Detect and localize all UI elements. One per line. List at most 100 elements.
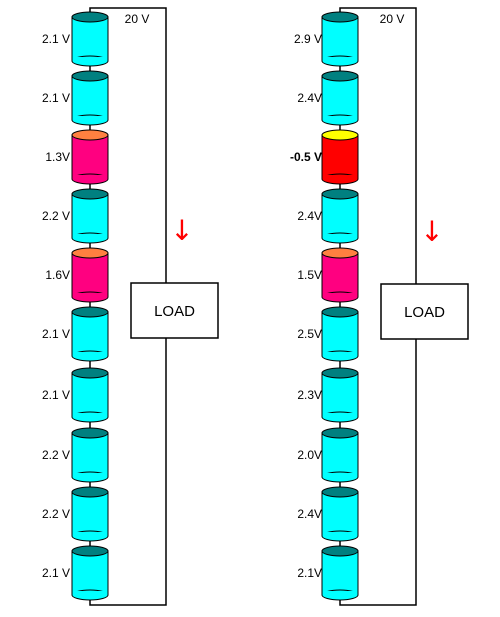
battery-cell-healthy (321, 367, 359, 423)
load-box (130, 282, 219, 339)
cell-body-fill (72, 293, 108, 297)
cell-voltage-label: 2.1 V (42, 388, 70, 402)
cell-body (321, 372, 359, 418)
circuit-left: 20 V2.1 V2.1 V1.3V2.2 V1.6V2.1 V2.1 V2.2… (42, 7, 219, 606)
cell-voltage-label: 2.3V (297, 388, 322, 402)
battery-cell-healthy (71, 306, 109, 362)
cell-body (71, 16, 109, 62)
battery-cell-healthy (71, 11, 109, 67)
battery-cell-weak (71, 129, 109, 185)
cell-top-cap (321, 367, 359, 379)
load-box (380, 283, 469, 340)
cell-body-fill (322, 591, 358, 595)
cell-body-fill (72, 591, 108, 595)
battery-cell-healthy (321, 486, 359, 542)
cell-top-cap (71, 129, 109, 141)
cell-body-fill (72, 234, 108, 238)
battery-cell-healthy (321, 306, 359, 362)
circuit-right: 20 V 2.9 V 2.4V -0.5 V 2.4V 1.5V 2.5V 2.3V 2.0V 2… (290, 7, 469, 606)
cell-body-fill (72, 175, 108, 179)
cell-voltage-label: 2.4V (297, 507, 322, 521)
cell-body-fill (322, 293, 358, 297)
cell-top-cap (321, 486, 359, 498)
cell-top-cap (321, 306, 359, 318)
cell-body (71, 134, 109, 180)
current-arrow-icon: ↓ (420, 215, 443, 248)
total-voltage-label: 20 V (380, 12, 405, 26)
cell-body-fill (322, 234, 358, 238)
battery-cell-reversed (321, 129, 359, 185)
cell-voltage-label: 2.9 V (294, 32, 322, 46)
cell-body-fill (322, 532, 358, 536)
cell-voltage-label: 2.1 V (42, 91, 70, 105)
battery-cell-healthy (71, 188, 109, 244)
cell-top-cap (321, 247, 359, 259)
battery-cell-healthy (71, 70, 109, 126)
cell-top-cap (71, 188, 109, 200)
cell-body (71, 491, 109, 537)
cell-top-cap (321, 129, 359, 141)
battery-cell-healthy (321, 11, 359, 67)
cell-top-cap (321, 545, 359, 557)
cell-body (71, 311, 109, 357)
cell-body (321, 252, 359, 298)
cell-voltage-label: 2.1 V (42, 566, 70, 580)
cell-top-cap (71, 306, 109, 318)
battery-cell-healthy (71, 427, 109, 483)
cell-voltage-label: 2.0V (297, 448, 322, 462)
cell-body (321, 550, 359, 596)
cell-voltage-label: 2.1V (297, 566, 322, 580)
cell-body-fill (72, 473, 108, 477)
cell-top-cap (321, 70, 359, 82)
cell-body (71, 432, 109, 478)
cell-top-cap (321, 427, 359, 439)
total-voltage-label: 20 V (125, 12, 150, 26)
cell-voltage-label: -0.5 V (290, 150, 322, 164)
cell-voltage-label: 1.3V (45, 150, 70, 164)
battery-cell-healthy (71, 545, 109, 601)
cell-top-cap (321, 11, 359, 23)
cell-voltage-label: 2.4V (297, 209, 322, 223)
battery-cell-healthy (71, 486, 109, 542)
cell-body (321, 193, 359, 239)
cell-voltage-label: 2.5V (297, 327, 322, 341)
cell-body (71, 75, 109, 121)
cell-body-fill (322, 175, 358, 179)
cell-voltage-label: 2.2 V (42, 209, 70, 223)
cell-top-cap (71, 11, 109, 23)
cell-voltage-label: 2.4V (297, 91, 322, 105)
battery-cell-healthy (71, 367, 109, 423)
cell-top-cap (71, 70, 109, 82)
cell-top-cap (71, 247, 109, 259)
cell-body-fill (72, 57, 108, 61)
cell-body (321, 75, 359, 121)
cell-body-fill (322, 352, 358, 356)
cell-top-cap (71, 545, 109, 557)
cell-voltage-label: 2.2 V (42, 448, 70, 462)
cell-body-fill (322, 57, 358, 61)
cell-top-cap (71, 427, 109, 439)
cell-voltage-label: 2.2 V (42, 507, 70, 521)
cell-body-fill (72, 413, 108, 417)
cell-voltage-label: 1.6V (45, 268, 70, 282)
battery-cell-healthy (321, 70, 359, 126)
cell-body (321, 491, 359, 537)
cell-body-fill (72, 532, 108, 536)
battery-cell-weak (71, 247, 109, 303)
cell-top-cap (321, 188, 359, 200)
cell-top-cap (71, 367, 109, 379)
cell-body (321, 432, 359, 478)
cell-body (71, 372, 109, 418)
cell-body-fill (72, 352, 108, 356)
battery-cell-healthy (321, 545, 359, 601)
cell-body (71, 550, 109, 596)
cell-body (71, 252, 109, 298)
battery-cell-weak (321, 247, 359, 303)
cell-top-cap (71, 486, 109, 498)
cell-body-fill (72, 116, 108, 120)
cell-body-fill (322, 116, 358, 120)
cell-body (321, 134, 359, 180)
battery-cell-healthy (321, 188, 359, 244)
cell-voltage-label: 1.5V (297, 268, 322, 282)
